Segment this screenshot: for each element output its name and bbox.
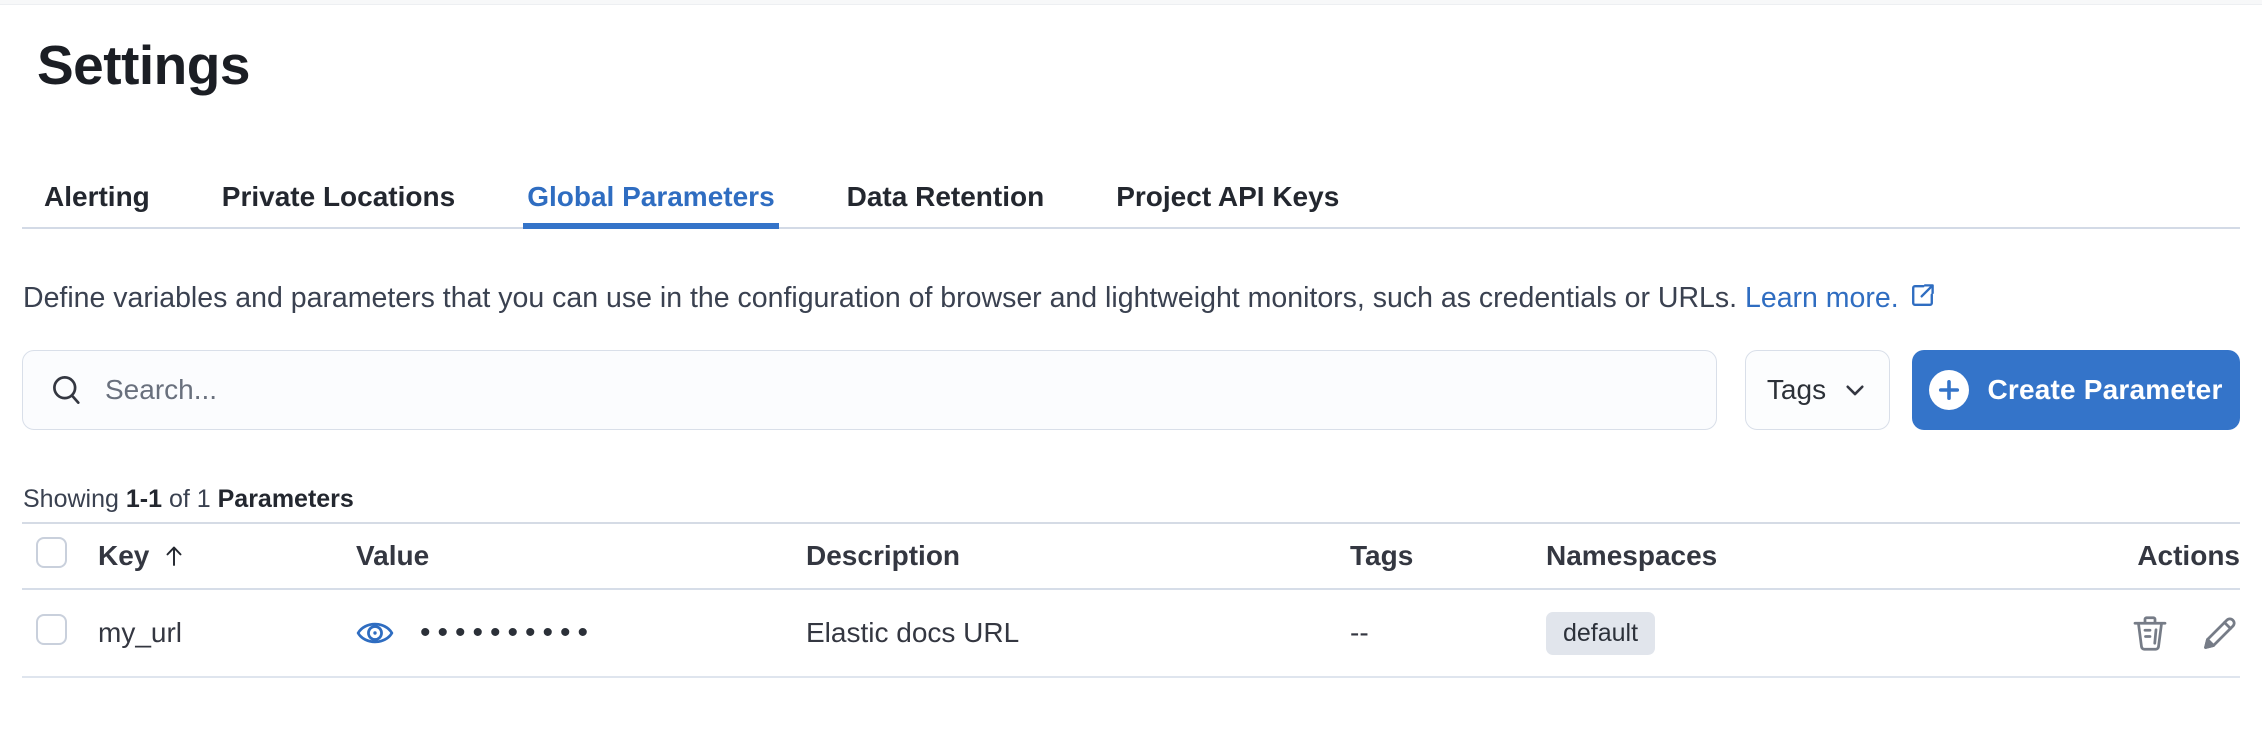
sort-ascending-arrow-icon	[166, 546, 182, 566]
param-namespaces: default	[1546, 611, 1876, 655]
row-checkbox[interactable]	[36, 614, 67, 645]
learn-more-label: Learn more.	[1745, 282, 1899, 314]
column-header-actions: Actions	[1876, 540, 2240, 572]
select-all-cell	[22, 537, 98, 575]
table-header-row: Key Value Description Tags Namespaces Ac…	[22, 524, 2240, 590]
select-all-checkbox[interactable]	[36, 537, 67, 568]
plus-in-circle-icon	[1929, 370, 1970, 410]
toolbar: Tags Create Parameter	[22, 350, 2240, 430]
tab-alerting[interactable]: Alerting	[40, 181, 154, 227]
external-link-icon	[1911, 284, 1934, 306]
column-header-tags[interactable]: Tags	[1350, 540, 1546, 572]
summary-middle: of 1	[168, 485, 211, 513]
trash-icon	[2133, 616, 2167, 651]
tags-filter-button[interactable]: Tags	[1745, 350, 1890, 430]
tab-project-api-keys[interactable]: Project API Keys	[1112, 181, 1343, 227]
column-header-namespaces[interactable]: Namespaces	[1546, 540, 1876, 572]
column-header-key-label: Key	[98, 540, 150, 571]
param-description: Elastic docs URL	[806, 617, 1020, 648]
column-header-namespaces-label: Namespaces	[1546, 540, 1718, 571]
summary-prefix: Showing	[23, 485, 119, 513]
namespace-badge: default	[1546, 611, 1656, 655]
description-body: Define variables and parameters that you…	[23, 282, 1738, 314]
column-header-actions-label: Actions	[2137, 540, 2240, 571]
row-select-cell	[22, 614, 98, 652]
parameters-table: Key Value Description Tags Namespaces Ac…	[22, 524, 2240, 678]
table-row: my_url •••••••••• Elastic docs URL -- de…	[22, 590, 2240, 678]
masked-value: ••••••••••	[420, 616, 596, 649]
search-input[interactable]	[105, 374, 1690, 406]
description-text: Define variables and parameters that you…	[23, 275, 2145, 322]
pencil-icon	[2204, 617, 2236, 649]
tags-filter-label: Tags	[1766, 374, 1827, 405]
horizontal-rule	[22, 522, 2240, 524]
edit-parameter-button[interactable]	[2200, 613, 2240, 653]
column-header-value[interactable]: Value	[356, 540, 806, 572]
summary-entity: Parameters	[217, 485, 354, 513]
column-header-key[interactable]: Key	[98, 540, 356, 572]
summary-range: 1-1	[125, 485, 162, 513]
page-title: Settings	[37, 34, 250, 96]
tab-data-retention[interactable]: Data Retention	[843, 181, 1049, 227]
learn-more-link[interactable]: Learn more.	[1745, 282, 1936, 314]
top-divider	[0, 0, 2262, 5]
delete-parameter-button[interactable]	[2130, 611, 2170, 655]
create-parameter-button[interactable]: Create Parameter	[1912, 350, 2240, 430]
results-summary: Showing 1-1 of 1 Parameters	[23, 484, 2240, 514]
column-header-description[interactable]: Description	[806, 540, 1350, 572]
tab-bar: Alerting Private Locations Global Parame…	[22, 181, 2240, 229]
settings-page: Settings Alerting Private Locations Glob…	[0, 0, 2262, 678]
create-parameter-label: Create Parameter	[1987, 374, 2223, 405]
chevron-down-icon	[1846, 385, 1864, 396]
param-key: my_url	[98, 617, 183, 648]
search-box[interactable]	[22, 350, 1717, 430]
eye-icon	[356, 622, 394, 644]
tab-global-parameters[interactable]: Global Parameters	[523, 181, 780, 229]
tab-private-locations[interactable]: Private Locations	[218, 181, 459, 227]
row-actions	[1876, 611, 2240, 655]
param-tags: --	[1350, 617, 1369, 648]
column-header-value-label: Value	[356, 540, 430, 571]
column-header-description-label: Description	[806, 540, 961, 571]
param-value-cell: ••••••••••	[356, 616, 806, 650]
reveal-value-button[interactable]	[356, 618, 394, 648]
search-icon	[53, 376, 80, 404]
column-header-tags-label: Tags	[1350, 540, 1414, 571]
